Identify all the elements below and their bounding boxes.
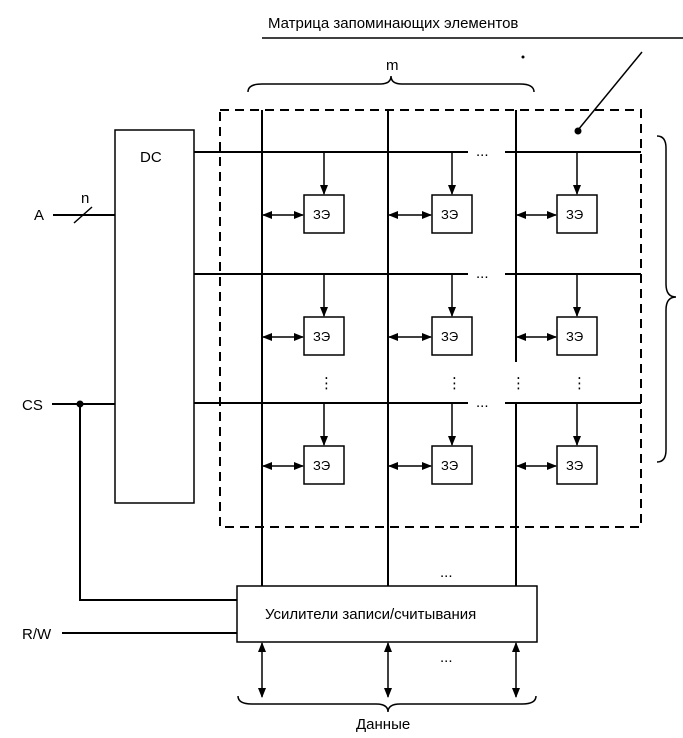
cell-2-3 xyxy=(556,316,598,356)
data-ellipsis: ... xyxy=(440,649,453,666)
cell-1-3-label: ЗЭ xyxy=(566,207,583,222)
cell-3-2-label: ЗЭ xyxy=(441,458,458,473)
cell-1-2 xyxy=(431,194,473,234)
cell-1-1-label: ЗЭ xyxy=(313,207,330,222)
cell-1-2-label: ЗЭ xyxy=(441,207,458,222)
read-write-label: R/W xyxy=(22,626,52,643)
cell-2-2-label: ЗЭ xyxy=(441,329,458,344)
cell-3-3-label: ЗЭ xyxy=(566,458,583,473)
col-1-vellipsis: ⋮ xyxy=(319,375,334,392)
matrix-boundary xyxy=(219,109,642,528)
chip-select-to-amplifier xyxy=(79,404,237,601)
matrix-label-leader xyxy=(577,51,643,131)
rows-brace xyxy=(656,135,677,463)
bit-line-3-vellipsis: ⋮ xyxy=(511,375,526,392)
decoder-label: DC xyxy=(140,149,162,166)
word-line-2-ellipsis: ... xyxy=(476,265,489,282)
cell-3-1-label: ЗЭ xyxy=(313,458,330,473)
word-line-1-ellipsis: ... xyxy=(476,143,489,160)
cell-2-1-label: ЗЭ xyxy=(313,329,330,344)
cell-3-3 xyxy=(556,445,598,485)
cell-1-1 xyxy=(303,194,345,234)
matrix-label-leader-dot xyxy=(574,127,582,135)
chip-select-label: CS xyxy=(22,397,43,414)
word-line-3-ellipsis: ... xyxy=(476,394,489,411)
columns-label: m xyxy=(386,57,399,74)
amplifier-label: Усилители записи/считывания xyxy=(265,606,476,623)
cell-2-1 xyxy=(303,316,345,356)
col-2-vellipsis: ⋮ xyxy=(447,375,462,392)
cell-2-2 xyxy=(431,316,473,356)
amplifier-box xyxy=(236,585,538,643)
columns-brace xyxy=(247,75,535,93)
cell-2-3-label: ЗЭ xyxy=(566,329,583,344)
stray-dot xyxy=(521,55,525,59)
cell-1-3 xyxy=(556,194,598,234)
address-width-label: n xyxy=(81,190,89,207)
data-label: Данные xyxy=(356,716,410,733)
cell-3-2 xyxy=(431,445,473,485)
data-brace xyxy=(237,695,537,713)
decoder-box xyxy=(114,129,195,504)
address-label: A xyxy=(34,207,44,224)
cell-3-1 xyxy=(303,445,345,485)
col-3-vellipsis: ⋮ xyxy=(572,375,587,392)
amplifier-top-ellipsis: ... xyxy=(440,564,453,581)
matrix-label: Матрица запоминающих элементов xyxy=(268,15,518,32)
address-bus-slash xyxy=(73,206,93,224)
